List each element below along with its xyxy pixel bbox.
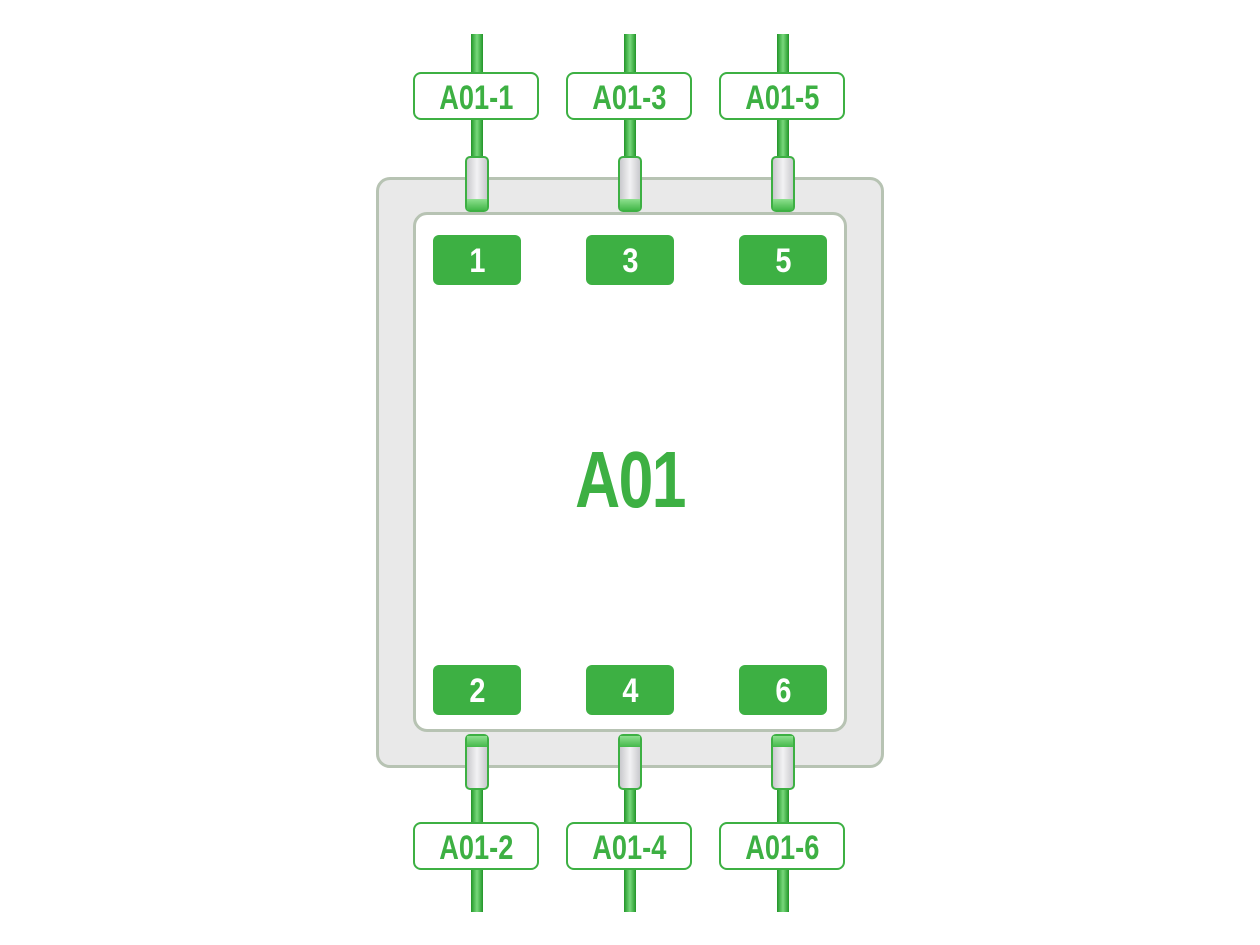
cable-label-top-1[interactable]: A01-1 — [413, 72, 539, 120]
device-panel — [413, 212, 847, 732]
cable-label-top-3[interactable]: A01-3 — [566, 72, 692, 120]
connector-bottom-6 — [771, 734, 795, 790]
cable-label-top-5[interactable]: A01-5 — [719, 72, 845, 120]
port-5[interactable]: 5 — [739, 235, 827, 285]
cable-label-bottom-2[interactable]: A01-2 — [413, 822, 539, 870]
cable-label-bottom-6[interactable]: A01-6 — [719, 822, 845, 870]
port-1[interactable]: 1 — [433, 235, 521, 285]
port-4[interactable]: 4 — [586, 665, 674, 715]
device-name: A01 — [575, 435, 686, 524]
connector-top-3 — [618, 156, 642, 212]
port-6[interactable]: 6 — [739, 665, 827, 715]
connector-top-1 — [465, 156, 489, 212]
connector-bottom-4 — [618, 734, 642, 790]
port-2[interactable]: 2 — [433, 665, 521, 715]
cable-label-bottom-4[interactable]: A01-4 — [566, 822, 692, 870]
port-3[interactable]: 3 — [586, 235, 674, 285]
connector-top-5 — [771, 156, 795, 212]
connector-bottom-2 — [465, 734, 489, 790]
